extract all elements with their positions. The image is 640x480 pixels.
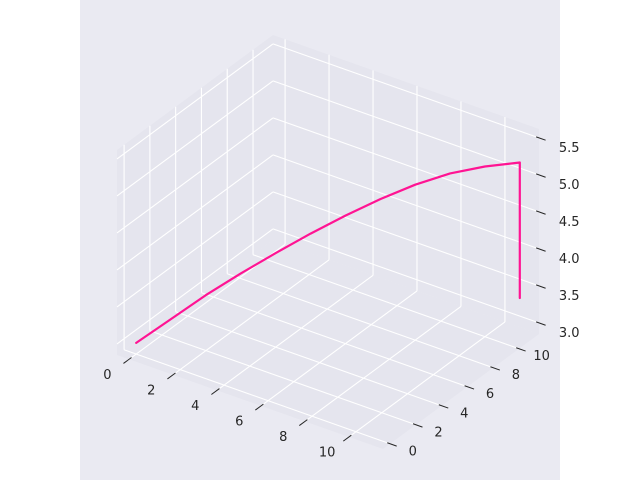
x-axis-tick-label: 8 — [279, 430, 287, 445]
floor-pane — [117, 240, 539, 449]
y-axis-tick-label: 6 — [486, 387, 494, 402]
gridline-x-floor — [216, 274, 374, 391]
z-axis-tick: 3.5 — [536, 284, 580, 304]
gridline-z-left — [116, 228, 274, 345]
gridline-z-right — [272, 154, 540, 250]
y-axis-tick-mark — [516, 347, 526, 352]
x-axis-tick: 10 — [319, 434, 352, 460]
z-axis-tick-mark — [536, 136, 546, 141]
y-axis-tick-mark — [438, 404, 449, 409]
chart-gridlines — [116, 39, 540, 445]
x-axis-tick-mark — [167, 372, 176, 380]
x-axis-tick-mark — [342, 434, 352, 442]
gridline-y-floor — [227, 273, 494, 369]
y-axis-tick-mark — [387, 442, 397, 447]
gridline-x-floor — [348, 321, 506, 438]
gridline-z-right — [272, 43, 540, 139]
gridline-y-floor — [252, 254, 520, 350]
z-axis-tick-label: 3.5 — [559, 289, 580, 304]
x-axis-tick: 8 — [279, 419, 308, 445]
y-axis-tick-label: 0 — [409, 444, 417, 459]
gridline-z-left — [116, 117, 274, 234]
gridline-x-floor — [260, 290, 418, 407]
x-axis-tick-label: 4 — [191, 399, 199, 414]
back-left-pane — [117, 35, 273, 355]
z-axis-tick-label: 4.0 — [559, 252, 580, 267]
gridline-z-left — [116, 191, 274, 308]
chart-ticks: 0 2 4 6 8 10 0 2 4 6 8 10 3.0 3.5 4.0 4.5 5.0 5.5 — [103, 136, 580, 460]
z-axis-tick-mark — [536, 173, 546, 178]
y-axis-tick: 8 — [490, 366, 520, 383]
gridline-z-right — [272, 80, 540, 176]
y-axis-tick: 6 — [464, 385, 494, 402]
z-axis-tick-mark — [536, 210, 546, 215]
z-axis-tick: 5.0 — [536, 173, 580, 193]
back-right-pane — [273, 35, 539, 334]
x-axis-tick: 0 — [103, 357, 132, 383]
x-axis-tick-mark — [299, 419, 308, 426]
x-axis-tick: 4 — [191, 388, 220, 414]
y-axis-tick-mark — [464, 385, 475, 390]
x-axis-tick-mark — [255, 403, 264, 411]
gridline-y-floor — [149, 330, 417, 426]
gridline-z-right — [272, 191, 540, 287]
z-axis-tick: 4.0 — [536, 247, 580, 267]
y-axis-tick-label: 8 — [512, 368, 520, 383]
series-line-0 — [135, 161, 521, 344]
x-axis-tick-label: 10 — [319, 445, 336, 460]
y-axis-tick-label: 4 — [460, 406, 468, 421]
z-axis-tick-label: 5.0 — [559, 178, 580, 193]
z-axis-tick-label: 5.5 — [559, 141, 580, 156]
x-axis-tick-label: 0 — [103, 368, 111, 383]
y-axis-tick: 10 — [516, 347, 550, 364]
gridline-z-left — [116, 154, 274, 271]
z-axis-tick-label: 4.5 — [559, 215, 580, 230]
x-axis-tick: 2 — [147, 372, 176, 398]
gridline-x-floor — [304, 305, 462, 422]
gridline-y-floor — [123, 349, 391, 445]
y-axis-tick-label: 2 — [434, 425, 442, 440]
y-axis-tick: 2 — [412, 423, 443, 440]
chart-panes — [117, 35, 539, 449]
z-axis-tick: 5.5 — [536, 136, 580, 156]
x-axis-tick-mark — [211, 388, 220, 395]
y-axis-tick: 4 — [438, 404, 468, 421]
y-axis-tick-mark — [490, 366, 500, 371]
x-axis-tick: 6 — [235, 403, 264, 429]
chart-series — [135, 161, 521, 344]
y-axis-tick-mark — [412, 423, 423, 428]
x-axis-tick-label: 2 — [147, 383, 155, 398]
z-axis-tick-mark — [536, 284, 546, 289]
z-axis-tick-mark — [536, 247, 546, 252]
gridline-y-floor — [201, 292, 468, 388]
x-axis-tick-mark — [123, 357, 132, 364]
gridline-y-floor — [175, 311, 442, 407]
gridline-z-right — [272, 228, 540, 324]
z-axis-tick: 4.5 — [536, 210, 580, 230]
gridline-z-left — [116, 43, 274, 160]
z-axis-tick-label: 3.0 — [559, 326, 580, 341]
x-axis-tick-label: 6 — [235, 414, 243, 429]
z-axis-tick-mark — [536, 321, 546, 326]
y-axis-tick: 0 — [387, 442, 417, 459]
gridline-z-left — [116, 80, 274, 197]
z-axis-tick: 3.0 — [536, 321, 580, 341]
gridline-z-right — [272, 117, 540, 213]
gridline-x-floor — [172, 259, 330, 376]
y-axis-tick-label: 10 — [533, 349, 550, 364]
